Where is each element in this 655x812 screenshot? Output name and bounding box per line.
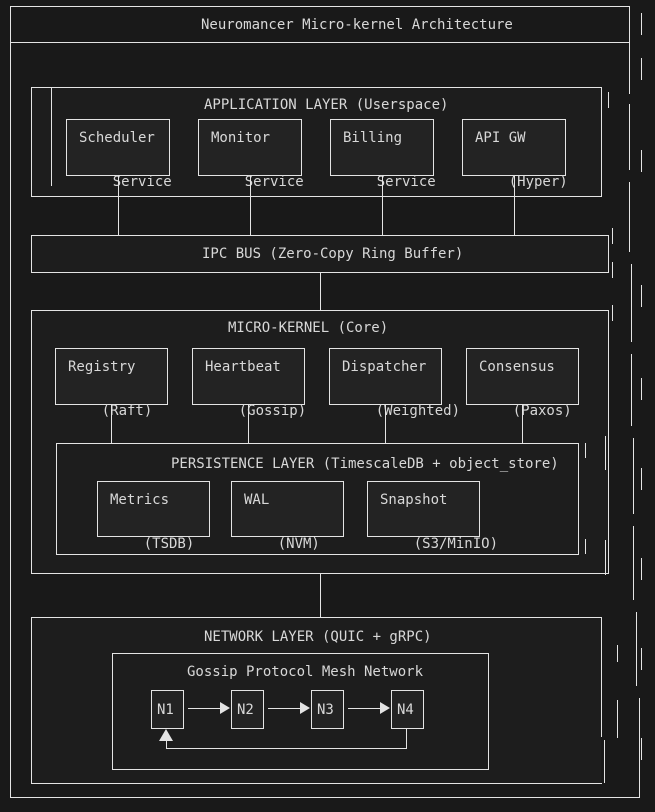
outer-frame-bottom <box>10 797 640 798</box>
module-box-consensus: Consensus (Paxos) <box>466 348 579 419</box>
node-label: N4 <box>397 702 414 718</box>
connector <box>320 574 321 617</box>
service-box-billing: Billing Service <box>330 119 436 190</box>
arrow-line <box>348 708 381 709</box>
store-box-snapshot: Snapshot (S3/MinIO) <box>367 481 498 552</box>
service-sublabel: Service <box>244 174 304 190</box>
service-box-scheduler: Scheduler Service <box>66 119 172 190</box>
loop-line <box>166 741 167 749</box>
service-sublabel: (Hyper) <box>508 174 568 190</box>
module-label: Heartbeat <box>205 359 281 375</box>
store-sublabel: (S3/MinIO) <box>413 536 499 552</box>
ipc-bus-box <box>31 235 609 273</box>
title-divider <box>10 42 630 43</box>
service-box-monitor: Monitor Service <box>198 119 304 190</box>
module-label: Registry <box>68 359 136 375</box>
arrow-right-icon <box>220 702 230 714</box>
node-label: N1 <box>157 702 174 718</box>
ipc-bus-label: IPC BUS (Zero-Copy Ring Buffer) <box>202 246 464 262</box>
arrow-line <box>188 708 221 709</box>
connector <box>382 176 383 236</box>
mesh-node-n1: N1 <box>151 690 184 729</box>
store-sublabel: (NVM) <box>277 536 320 552</box>
connector <box>522 405 523 443</box>
module-label: Dispatcher <box>342 359 427 375</box>
loop-line <box>166 748 407 749</box>
store-box-wal: WAL (NVM) <box>231 481 344 552</box>
module-box-registry: Registry (Raft) <box>55 348 168 419</box>
loop-line <box>406 729 407 749</box>
module-sublabel: (Paxos) <box>512 403 572 419</box>
diagram-title: Neuromancer Micro-kernel Architecture <box>201 17 513 33</box>
service-sublabel: Service <box>376 174 436 190</box>
outer-frame-left <box>10 6 11 797</box>
arrow-line <box>268 708 301 709</box>
connector <box>118 176 119 236</box>
connector <box>385 405 386 443</box>
mesh-node-n3: N3 <box>311 690 344 729</box>
service-label: API GW <box>475 130 526 146</box>
gossip-mesh-label: Gossip Protocol Mesh Network <box>187 664 424 680</box>
micro-kernel-label: MICRO-KERNEL (Core) <box>228 320 389 336</box>
module-label: Consensus <box>479 359 555 375</box>
mesh-node-n4: N4 <box>391 690 424 729</box>
module-box-dispatcher: Dispatcher (Weighted) <box>329 348 460 419</box>
service-label: Scheduler <box>79 130 155 146</box>
outer-frame-top <box>10 6 630 7</box>
module-sublabel: (Weighted) <box>375 403 461 419</box>
mesh-node-n2: N2 <box>231 690 264 729</box>
connector <box>248 405 249 443</box>
service-label: Billing <box>343 130 403 146</box>
connector <box>111 405 112 443</box>
module-box-heartbeat: Heartbeat (Gossip) <box>192 348 306 419</box>
connector <box>250 176 251 236</box>
store-label: Metrics <box>110 492 170 508</box>
connector <box>320 273 321 310</box>
store-label: WAL <box>244 492 270 508</box>
store-box-metrics: Metrics (TSDB) <box>97 481 210 552</box>
service-box-api-gw: API GW (Hyper) <box>462 119 568 190</box>
arrow-up-icon <box>159 729 173 741</box>
service-label: Monitor <box>211 130 271 146</box>
service-sublabel: Service <box>112 174 172 190</box>
node-label: N2 <box>237 702 254 718</box>
persistence-layer-label: PERSISTENCE LAYER (TimescaleDB + object_… <box>171 456 559 472</box>
module-sublabel: (Gossip) <box>238 403 307 419</box>
application-layer-label: APPLICATION LAYER (Userspace) <box>204 97 449 113</box>
store-sublabel: (TSDB) <box>143 536 195 552</box>
module-sublabel: (Raft) <box>101 403 153 419</box>
store-label: Snapshot <box>380 492 448 508</box>
connector <box>514 176 515 236</box>
node-label: N3 <box>317 702 334 718</box>
arrow-right-icon <box>300 702 310 714</box>
arrow-right-icon <box>380 702 390 714</box>
network-layer-label: NETWORK LAYER (QUIC + gRPC) <box>204 629 432 645</box>
